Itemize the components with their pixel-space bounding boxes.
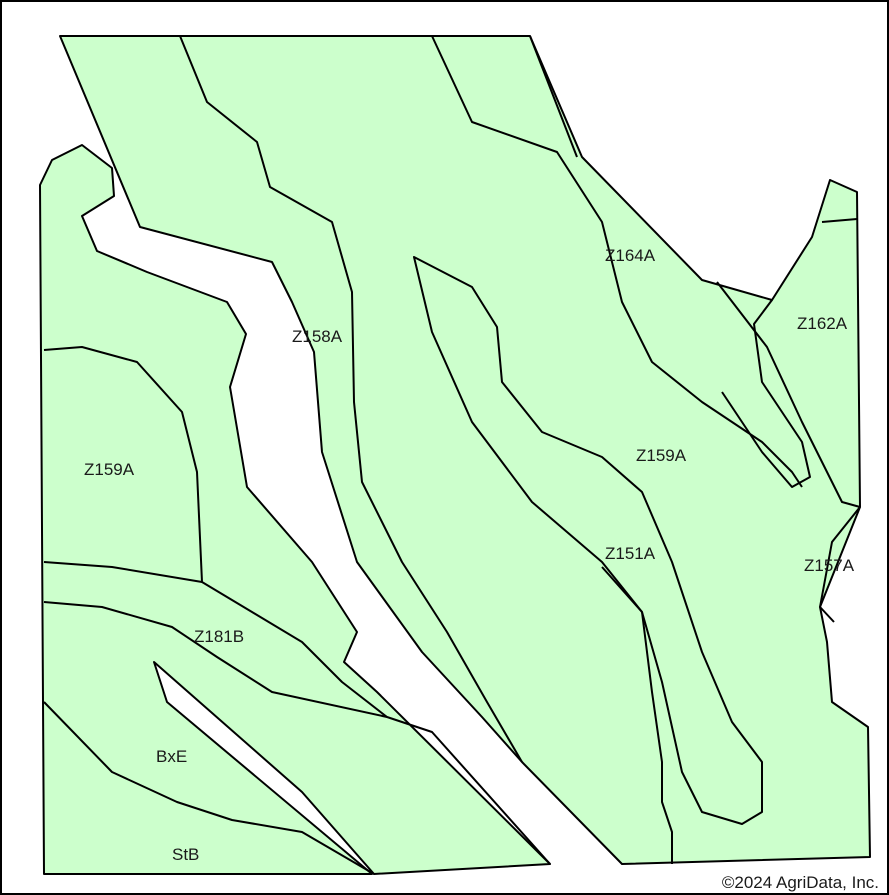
boundary-left-z159a	[43, 346, 388, 718]
boundary-z164a-lower	[529, 35, 578, 158]
boundary-z159a-inner	[413, 256, 763, 825]
label-z181b: Z181B	[194, 627, 244, 646]
boundary-left-z181b	[43, 561, 203, 583]
label-z151a: Z151A	[605, 544, 656, 563]
boundary-z158a-east	[179, 35, 523, 763]
label-z158a: Z158A	[292, 327, 343, 346]
boundary-z162a-inner	[721, 299, 811, 488]
boundary-left-bxe	[43, 701, 375, 875]
soil-labels: Z158A Z164A Z162A Z159A Z159A Z151A Z157…	[84, 246, 855, 864]
boundary-z162a	[716, 281, 861, 508]
label-bxe: BxE	[156, 747, 187, 766]
boundary-z164a-west	[431, 35, 803, 488]
boundary-left-z181b-lower	[43, 601, 551, 865]
boundary-z162a-top	[821, 218, 858, 223]
soil-boundaries	[43, 35, 861, 875]
field-left	[39, 144, 551, 875]
label-stb: StB	[172, 845, 199, 864]
label-z162a: Z162A	[797, 314, 848, 333]
label-z159a-center: Z159A	[636, 446, 687, 465]
boundary-z151a	[601, 566, 673, 864]
label-z159a-left: Z159A	[84, 460, 135, 479]
label-z157a: Z157A	[804, 556, 855, 575]
copyright-notice: ©2024 AgriData, Inc.	[719, 873, 881, 893]
label-z164a: Z164A	[605, 246, 656, 265]
boundary-z157a	[819, 506, 861, 623]
